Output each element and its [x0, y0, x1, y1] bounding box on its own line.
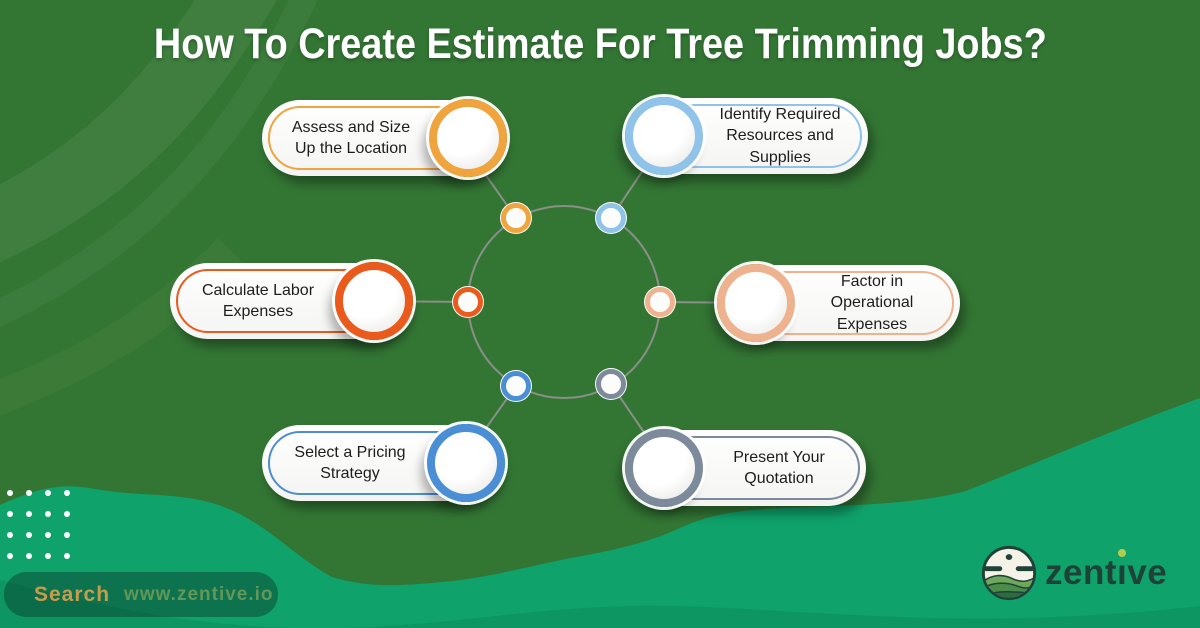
dot: [26, 511, 32, 517]
dot: [45, 532, 51, 538]
step-pill-labor-expenses: Calculate Labor Expenses: [170, 262, 413, 340]
step-label: Calculate Labor Expenses: [201, 281, 315, 320]
hub-node-3: [453, 287, 483, 317]
title-bar: How To Create Estimate For Tree Trimming…: [0, 20, 1200, 69]
step-circle: [429, 99, 507, 177]
step-label: Select a Pricing Strategy: [294, 443, 406, 482]
dot: [7, 490, 13, 496]
step-circle: [335, 262, 413, 340]
hub-node-6: [596, 369, 626, 399]
dot: [7, 511, 13, 517]
step-circle: [625, 97, 703, 175]
logo-i-dot: [1118, 549, 1127, 557]
search-url: www.zentive.io: [124, 583, 274, 605]
step-label: Factor in Operational Expenses: [830, 273, 914, 333]
search-label: Search: [34, 582, 111, 606]
dots-pattern: [7, 490, 70, 559]
dot: [7, 532, 13, 538]
dot: [64, 532, 70, 538]
wave-shade-shape: [0, 580, 1200, 628]
dot: [45, 553, 51, 559]
step-pill-operational-expenses: Factor in Operational Expenses: [717, 264, 960, 342]
step-circle: [427, 424, 505, 502]
step-pill-present-quotation: Present Your Quotation: [625, 429, 866, 507]
dot: [45, 490, 51, 496]
dot: [64, 490, 70, 496]
step-pill-pricing-strategy: Select a Pricing Strategy: [262, 424, 505, 502]
hub-node-5: [501, 371, 531, 401]
dot: [26, 490, 32, 496]
hub-node-4: [645, 287, 675, 317]
hub-node-1: [501, 203, 531, 233]
step-pill-identify-resources: Identify Required Resources and Supplies: [625, 97, 868, 175]
page-title: How To Create Estimate For Tree Trimming…: [153, 20, 1047, 68]
step-pill-assess-location: Assess and Size Up the Location: [262, 99, 507, 177]
hub-ring: [467, 205, 661, 399]
dot: [26, 553, 32, 559]
dot: [26, 532, 32, 538]
swirl-arc: [0, 0, 277, 263]
zentive-badge-icon: [981, 545, 1037, 601]
swirl-arc: [0, 0, 318, 327]
wave-shape: [0, 398, 1200, 628]
dot: [64, 553, 70, 559]
search-bar: Search www.zentive.io: [4, 572, 278, 617]
hub-node-2: [596, 203, 626, 233]
dot: [7, 553, 13, 559]
step-label: Assess and Size Up the Location: [291, 118, 411, 157]
step-circle: [625, 429, 703, 507]
step-label: Present Your Quotation: [733, 448, 825, 487]
dot: [64, 511, 70, 517]
step-label: Identify Required Resources and Supplies: [719, 106, 841, 166]
dot: [45, 511, 51, 517]
step-circle: [717, 264, 795, 342]
